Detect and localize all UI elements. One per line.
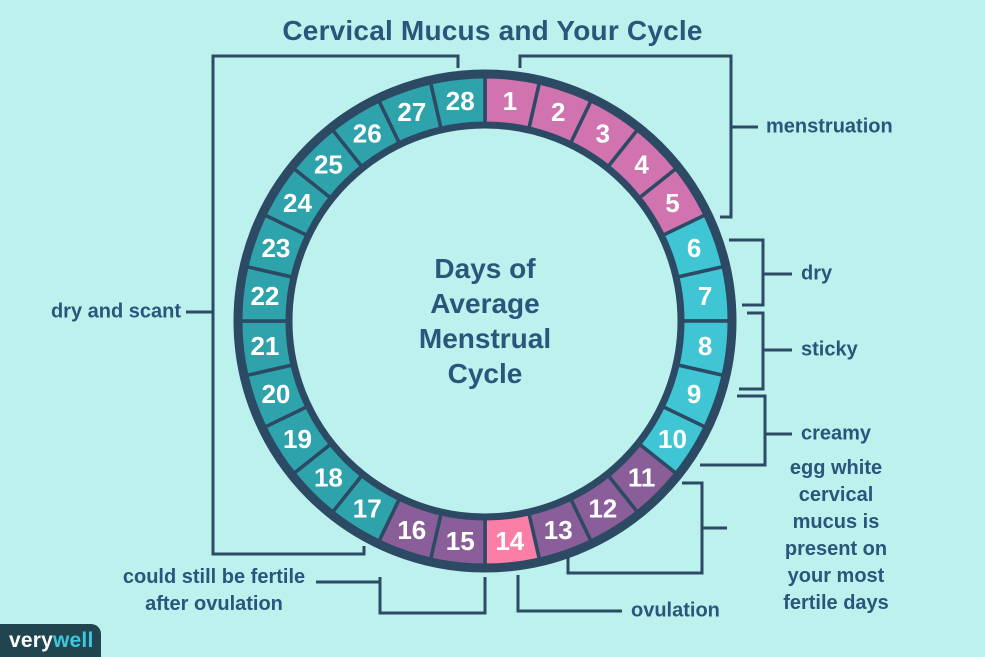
bracket-menstruation xyxy=(518,54,733,219)
day-number-28: 28 xyxy=(446,86,475,116)
label-sticky: sticky xyxy=(801,338,858,361)
day-number-13: 13 xyxy=(544,515,573,545)
day-number-18: 18 xyxy=(314,463,343,493)
label-ovulation: ovulation xyxy=(631,599,720,622)
inner-rim xyxy=(285,121,685,521)
label-creamy: creamy xyxy=(801,422,872,445)
bracket-fertile-after-ovulation xyxy=(316,577,487,615)
day-number-10: 10 xyxy=(658,424,687,454)
day-number-4: 4 xyxy=(634,149,649,179)
day-number-3: 3 xyxy=(596,119,610,149)
outer-rim xyxy=(233,69,737,573)
day-number-22: 22 xyxy=(250,281,279,311)
bracket-sticky xyxy=(739,311,765,391)
day-number-15: 15 xyxy=(446,526,475,556)
label-menstruation: menstruation xyxy=(766,115,893,138)
label-dry: dry xyxy=(801,262,833,285)
connector-lines xyxy=(186,54,792,615)
day-number-19: 19 xyxy=(283,424,312,454)
logo-text-very: very xyxy=(9,628,54,652)
day-number-11: 11 xyxy=(628,463,656,493)
day-number-2: 2 xyxy=(551,97,565,127)
day-number-8: 8 xyxy=(698,331,712,361)
day-number-17: 17 xyxy=(353,494,382,524)
label-dry-and-scant: dry and scant xyxy=(50,300,181,323)
page-title: Cervical Mucus and Your Cycle xyxy=(282,15,703,46)
day-number-26: 26 xyxy=(353,119,382,149)
day-number-21: 21 xyxy=(250,331,279,361)
day-number-27: 27 xyxy=(397,97,426,127)
bracket-creamy xyxy=(700,394,767,467)
day-number-24: 24 xyxy=(283,188,312,218)
day-number-14: 14 xyxy=(495,526,524,556)
day-number-20: 20 xyxy=(261,379,290,409)
label-egg-white: egg white cervical mucus is present on y… xyxy=(783,457,889,614)
logo-text-well: well xyxy=(53,628,94,652)
day-number-1: 1 xyxy=(503,86,517,116)
bracket-dry-and-scant xyxy=(211,54,460,556)
day-number-7: 7 xyxy=(698,281,712,311)
center-label: Days of Average Menstrual Cycle xyxy=(418,253,552,389)
day-number-5: 5 xyxy=(665,188,679,218)
day-number-25: 25 xyxy=(314,149,343,179)
label-fertile-after-ovulation: could still be fertile after ovulation xyxy=(122,566,306,615)
day-number-16: 16 xyxy=(397,515,426,545)
day-number-9: 9 xyxy=(687,379,701,409)
bracket-egg-white xyxy=(566,481,704,575)
day-number-6: 6 xyxy=(687,233,701,263)
day-number-12: 12 xyxy=(588,494,617,524)
connector-ovulation xyxy=(516,575,622,613)
day-number-23: 23 xyxy=(261,233,290,263)
